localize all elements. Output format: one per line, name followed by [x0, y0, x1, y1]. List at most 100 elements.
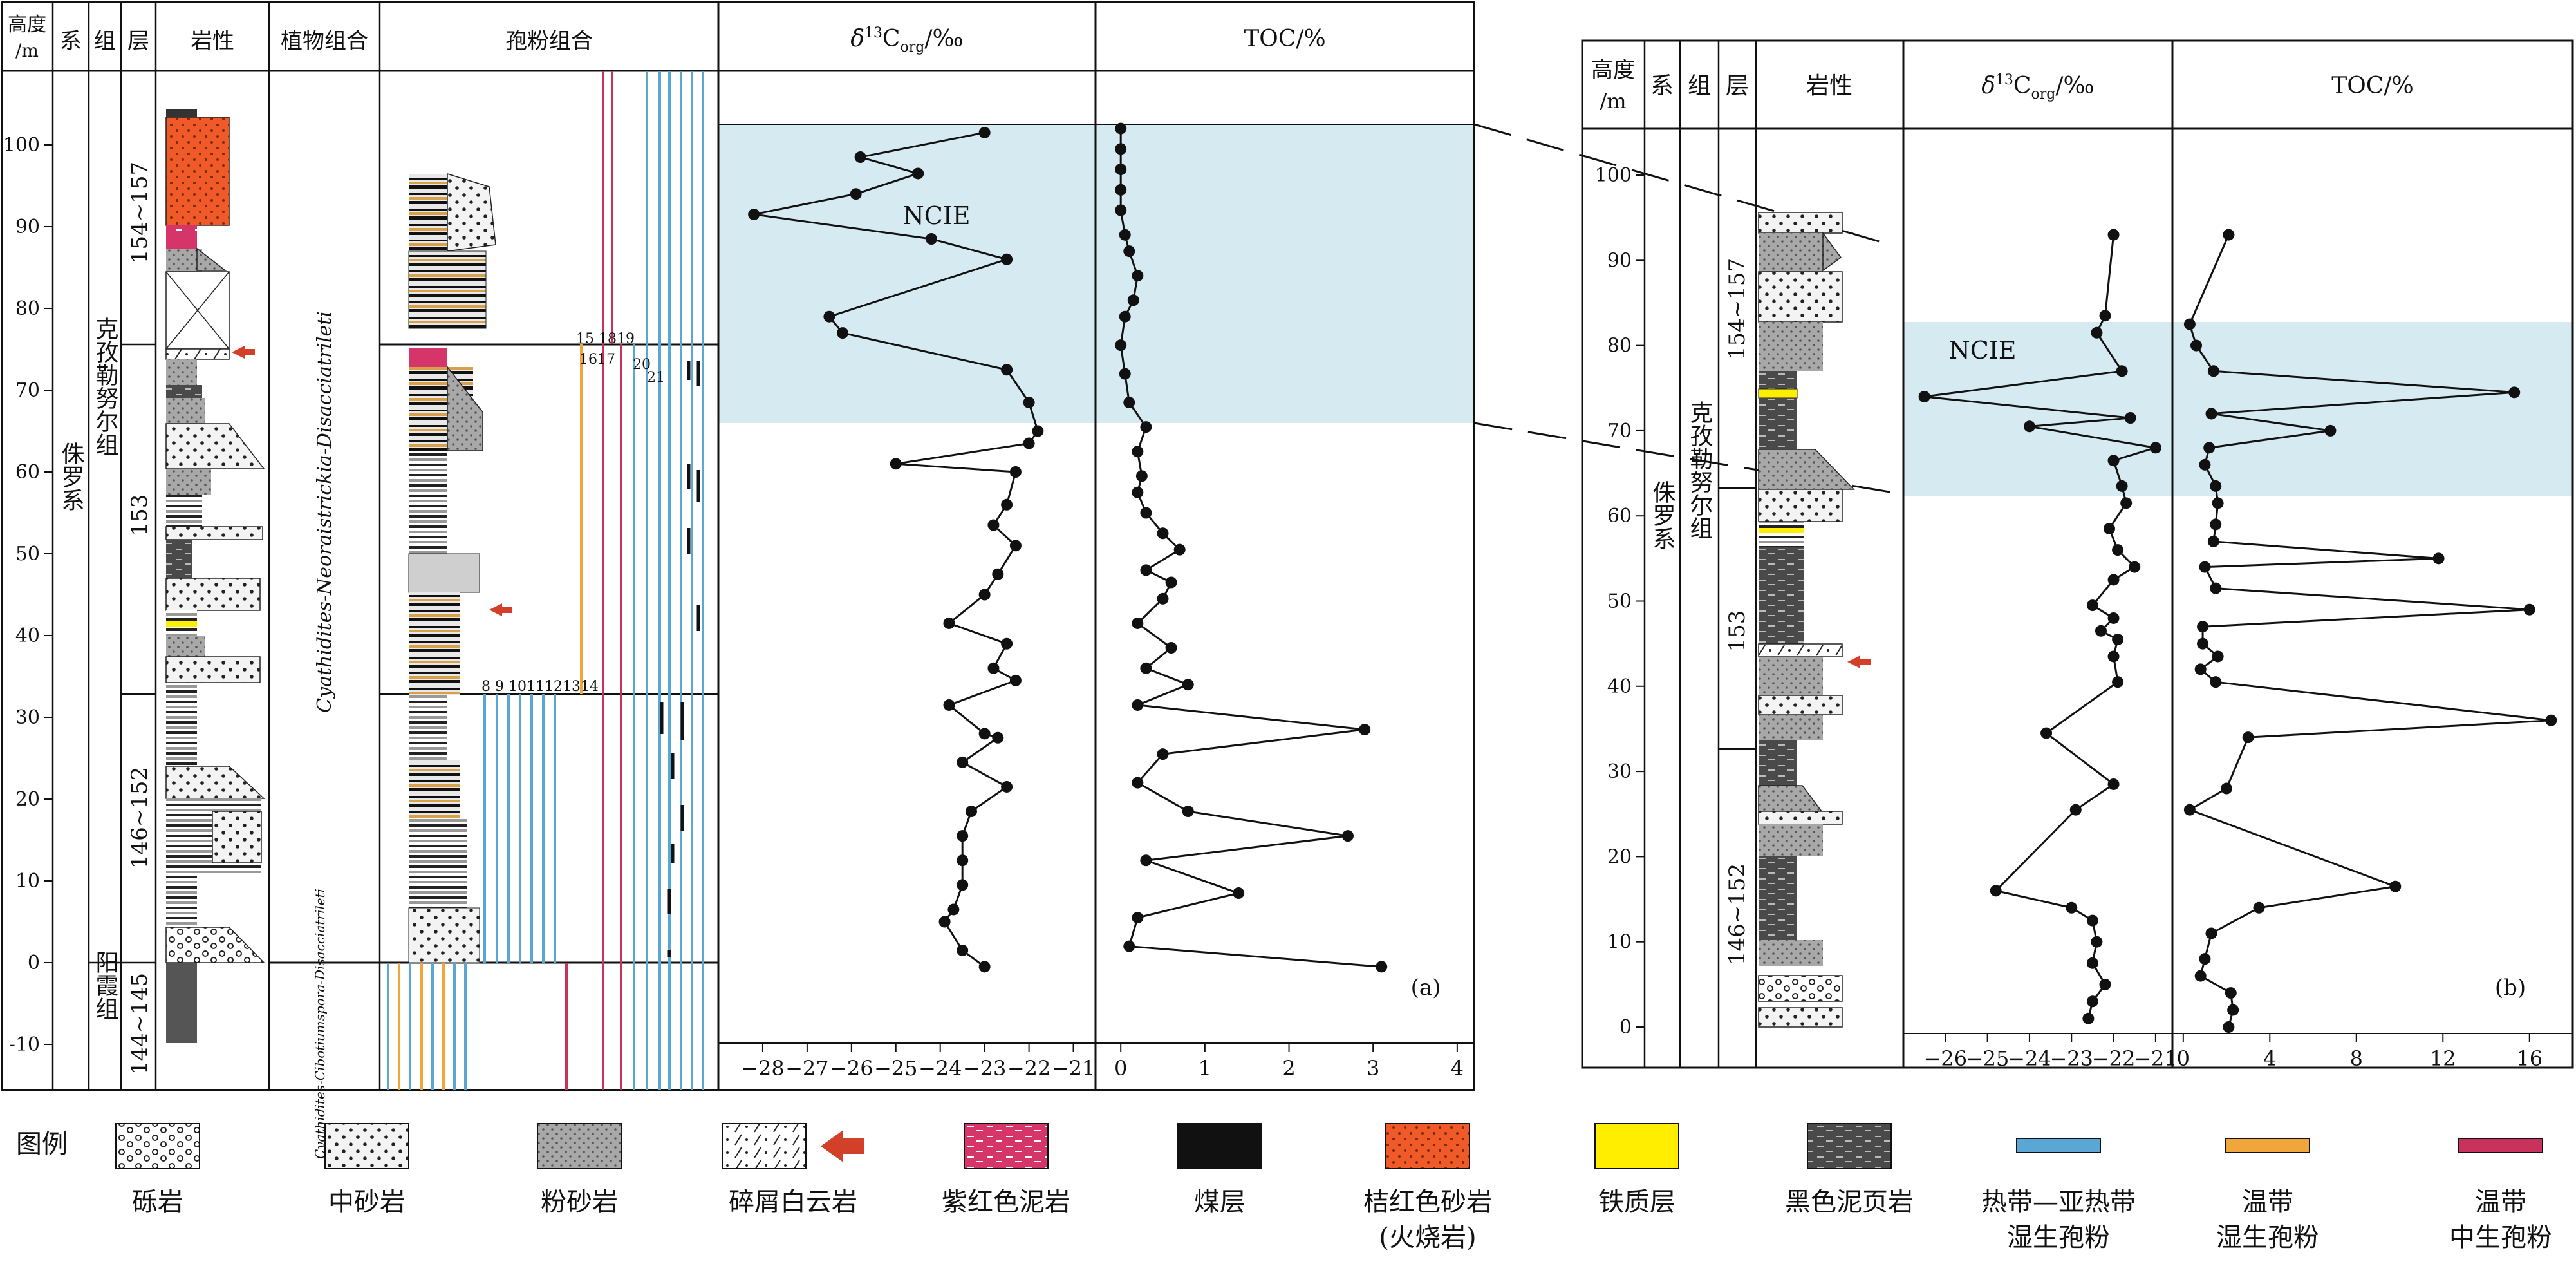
data-point [2227, 1004, 2239, 1016]
b-header-layer: 层 [1726, 73, 1749, 99]
data-point [2253, 901, 2265, 914]
a-spore-num-16-17: 1617 [579, 352, 615, 368]
data-point [938, 916, 951, 928]
a-lithology-column [165, 109, 265, 1043]
data-point [2210, 518, 2222, 531]
data-point [854, 151, 866, 164]
data-point [957, 944, 969, 956]
data-point [2099, 310, 2111, 322]
data-point [2225, 987, 2237, 999]
a-formation-upper: 克孜勒努尔组 [92, 317, 118, 456]
data-point [2508, 386, 2521, 399]
tick-label: 70 [15, 379, 40, 402]
data-point [992, 568, 1004, 580]
a-header-plant: 植物组合 [281, 28, 368, 54]
data-point [2197, 637, 2209, 650]
a-layer-144-145: 144~145 [127, 973, 153, 1075]
a-formation-lower: 阳霞组 [92, 950, 118, 1020]
data-point [1115, 184, 1127, 196]
panel-a: 高度 /m 系 组 层 岩性 植物组合 孢粉组合 δ13Corg/‰ TOC/%… [1, 1, 1475, 1159]
data-point [1342, 830, 1354, 842]
data-point [957, 879, 969, 891]
tick-label: −27 [785, 1056, 829, 1080]
data-point [1132, 617, 1144, 629]
data-point [2112, 634, 2124, 646]
b-header-lithology: 岩性 [1806, 73, 1853, 99]
a-plant-lower: Cyathidites-Cibotiumspora-Disacciatrilet… [312, 889, 328, 1159]
tick-label: 12 [2430, 1046, 2456, 1071]
tick-label: 90 [1607, 249, 1632, 272]
data-point [2324, 424, 2337, 437]
data-point [2086, 995, 2098, 1008]
data-point [2107, 650, 2120, 663]
a-system-label: 侏罗系 [58, 442, 84, 511]
legend-item-dolostone: 碎屑白云岩 [722, 1123, 864, 1217]
legend-label-medium-sandstone: 中砂岩 [328, 1187, 406, 1217]
legend-item-orange-sandstone: 桔红色砂岩 (火烧岩) [1363, 1123, 1492, 1252]
data-point [2091, 326, 2103, 339]
data-point [1140, 421, 1152, 433]
a-spore-num-21: 21 [647, 370, 665, 386]
tick-label: 50 [1607, 590, 1632, 613]
data-point [1115, 164, 1127, 176]
a-header-system: 系 [60, 28, 82, 54]
tick-label: −24 [919, 1056, 962, 1080]
data-point [1173, 543, 1186, 556]
data-point [2120, 497, 2133, 509]
b-formation-label: 克孜勒努尔组 [1686, 401, 1713, 540]
tick-label: 60 [1607, 505, 1632, 527]
b-d13c-axis: −26−25−24−23−22−21 [1924, 1033, 2178, 1071]
data-point [1115, 339, 1127, 352]
data-point [957, 756, 969, 768]
data-point [987, 662, 1000, 674]
a-spore-lithology [408, 173, 512, 963]
legend-label-black-shale: 黑色泥页岩 [1785, 1187, 1914, 1217]
a-spore-num-8-14: 8 9 1011121314 [481, 679, 599, 695]
tick-label: −21 [1052, 1056, 1096, 1080]
data-point [1115, 143, 1127, 155]
data-point [1233, 887, 1245, 900]
a-header-height-2: /m [15, 40, 39, 61]
a-header-d13c: δ13Corg/‰ [850, 25, 964, 55]
a-layer-153: 153 [127, 495, 153, 536]
data-point [2545, 714, 2557, 726]
tick-label: 40 [1607, 675, 1632, 698]
data-point [1119, 229, 1131, 241]
data-point [1157, 748, 1169, 760]
a-d13c-axis: −28−27−26−25−24−23−22−21 [741, 1043, 1095, 1080]
data-point [1182, 806, 1194, 818]
legend-label-orange-sandstone: 桔红色砂岩 [1363, 1187, 1492, 1217]
data-point [965, 806, 977, 818]
legend-label-orange-sandstone-2: (火烧岩) [1379, 1223, 1476, 1252]
data-point [2389, 880, 2402, 892]
data-point [2149, 442, 2161, 454]
data-point [2210, 480, 2222, 492]
data-point [1132, 912, 1144, 924]
ncie-band-b [1903, 322, 2573, 496]
data-point [2082, 1012, 2095, 1024]
legend-label-temperate-meso-spore-2: 中生孢粉 [2449, 1223, 2552, 1252]
legend-item-tropical-spore: 热带—亚热带 湿生孢粉 [1981, 1138, 2136, 1252]
data-point [1123, 940, 1135, 952]
data-point [1132, 777, 1144, 789]
data-point [890, 458, 902, 470]
a-ncie-label: NCIE [902, 202, 970, 230]
data-point [1182, 679, 1194, 691]
data-point [2095, 625, 2107, 637]
tick-label: 1 [1199, 1056, 1211, 1080]
data-point [1115, 204, 1127, 216]
data-point [2523, 603, 2535, 616]
a-spore-num-15-18-19: 15 1819 [576, 331, 635, 347]
legend-item-temperate-wet-spore: 温带 湿生孢粉 [2216, 1138, 2319, 1252]
data-point [957, 854, 969, 867]
tick-label: -10 [9, 1033, 40, 1056]
b-layer-153: 153 [1724, 610, 1750, 652]
legend-label-coal: 煤层 [1194, 1187, 1246, 1217]
tick-label: 100 [1595, 164, 1632, 187]
tick-label: −23 [2049, 1046, 2093, 1071]
data-point [1140, 564, 1152, 576]
legend-label-temperate-meso-spore: 温带 [2475, 1187, 2526, 1217]
data-point [2221, 782, 2233, 795]
